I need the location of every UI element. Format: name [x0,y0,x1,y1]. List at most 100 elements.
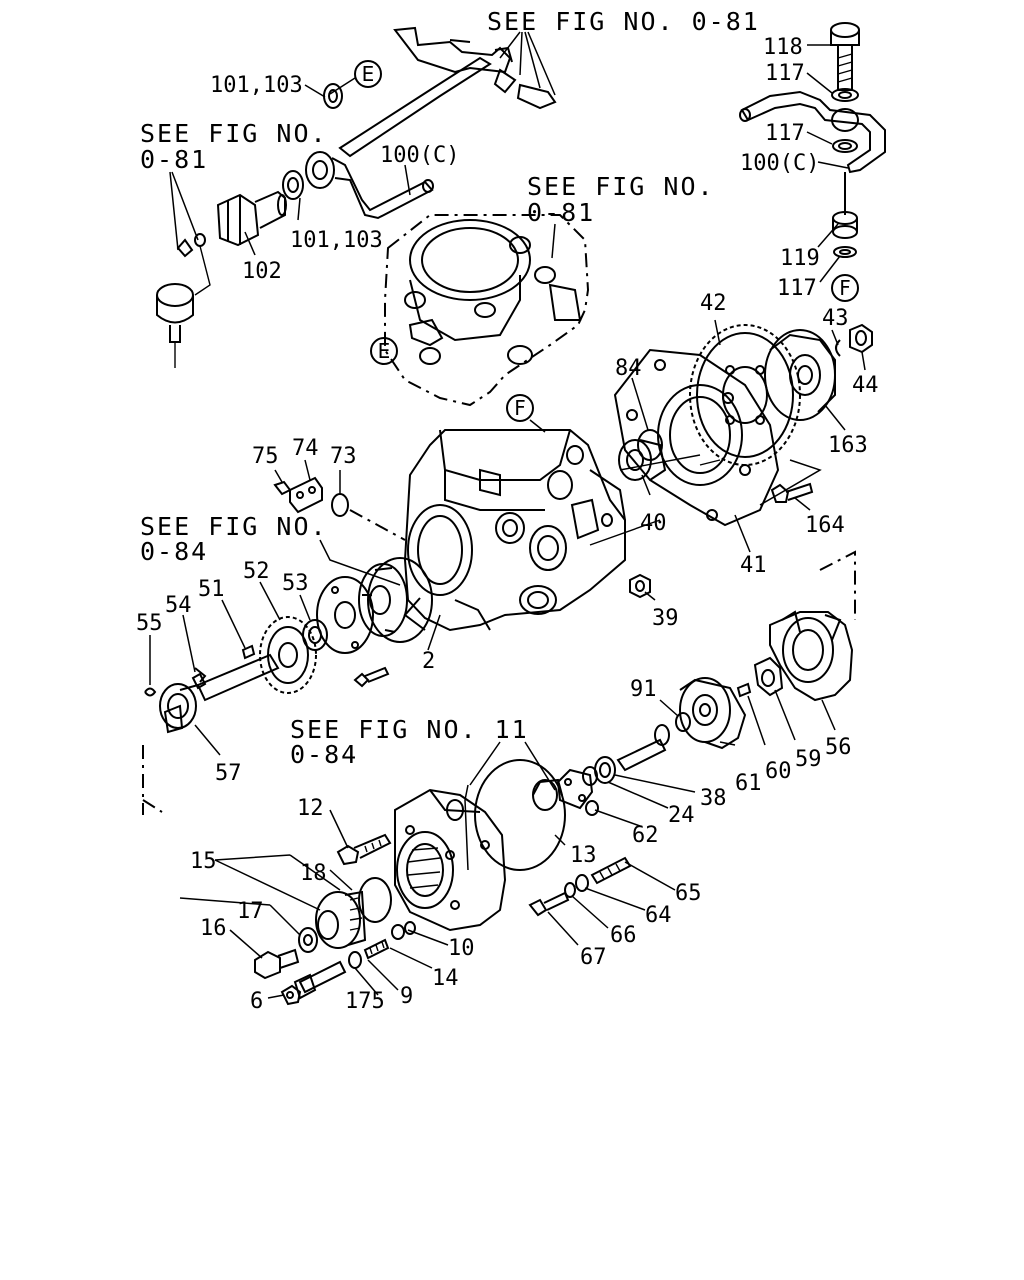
svg-text:E: E [362,62,375,86]
label-60: 60 [765,759,792,784]
key-54 [191,672,207,690]
bolt-67 [528,891,570,917]
label-61: 61 [735,771,762,796]
banjo-bolt-118 [830,22,860,91]
label-15: 15 [190,849,217,874]
label-12: 12 [297,796,324,821]
solenoid-connector [156,233,211,368]
label-117: 117 [765,61,805,86]
label-66: 66 [610,923,637,948]
washer-10 [391,924,405,940]
bolt-16 [254,948,300,980]
label-117: 117 [765,121,805,146]
ref-see-fig-0-81-left: SEE FIG NO. [140,119,328,148]
label-38: 38 [700,786,727,811]
drive-shaft-57 [159,653,280,734]
o-ring-13 [474,759,566,871]
shaft-38 [616,724,670,772]
label-119: 119 [780,246,820,271]
ref-leader-center [551,223,556,259]
label-43: 43 [822,306,849,331]
label-16: 16 [200,916,227,941]
connector-f-right [831,274,859,302]
washer-101-103-bottom [282,170,304,200]
overflow-pipe-left [305,56,492,220]
label-52: 52 [243,559,270,584]
ref-see-fig-0-81-left-num: 0-81 [140,145,208,174]
bolt-12 [336,833,392,866]
ref-see-fig-0-84-bottom: SEE FIG NO. 11 [290,715,529,744]
label-54: 54 [165,593,192,618]
pin-55 [144,687,157,697]
label-101-103-bottom: 101,103 [290,228,383,253]
label-59: 59 [795,747,822,772]
nut-44 [849,323,873,354]
ref-leader-top [499,31,556,96]
washer-117-b [832,139,858,153]
label-67: 67 [580,945,607,970]
label-6: 6 [250,989,263,1014]
ref-see-fig-0-81-top: SEE FIG NO. 0-81 [487,7,760,36]
label-100c-right: 100(C) [740,151,819,176]
label-44: 44 [852,373,879,398]
washer-24 [594,756,616,784]
label-57: 57 [215,761,242,786]
ref-leader-084-left [319,539,401,586]
hub-163 [764,329,836,421]
bolt-164 [770,482,814,503]
washer-66 [564,882,576,898]
label-41: 41 [740,553,767,578]
rotor-59 [753,656,784,697]
connector-e-body [370,337,398,365]
washer-17 [298,927,318,953]
screw-near-flange [353,666,390,688]
pump-housing-2 [403,429,626,632]
fuel-cut-solenoid-102 [216,190,287,247]
connector-f-body [506,394,534,422]
ref-see-fig-0-81-center-num: 0-81 [527,198,595,227]
label-73: 73 [330,444,357,469]
spring-14 [363,938,390,960]
washer-64 [575,874,589,892]
label-40: 40 [640,511,667,536]
label-9: 9 [400,984,413,1009]
callout-labels: 118 117 117 100(C) 119 117 101,103 100(C… [136,35,879,1014]
washer-9 [348,951,362,969]
screw-75 [273,480,292,496]
label-2: 2 [422,649,435,674]
gear-52 [259,616,317,694]
label-100c-left: 100(C) [380,143,459,168]
label-42: 42 [700,291,727,316]
gear-42 [689,324,801,466]
label-102: 102 [242,259,282,284]
feed-pump-61 [679,677,747,750]
label-14: 14 [432,966,459,991]
frame-right [819,550,856,620]
flange-plate [316,576,374,654]
callout-leaders [149,44,866,999]
label-84: 84 [615,356,642,381]
label-10: 10 [448,936,475,961]
washer-117-a [831,88,859,102]
cover-plate-74 [289,476,323,514]
governor-linkage [393,26,557,110]
snap-ring-43 [835,339,841,357]
ref-see-fig-0-84-bottom-num: 0-84 [290,740,358,769]
svg-text:F: F [514,396,526,420]
governor-cover-outline [384,214,590,407]
ref-see-fig-0-84-left-num: 0-84 [140,537,208,566]
label-164: 164 [805,513,845,538]
stud-65 [590,856,632,885]
seal-84 [637,429,663,461]
ref-leader-left [169,171,199,251]
label-117: 117 [777,276,817,301]
ref-see-fig-0-84-left: SEE FIG NO. [140,512,328,541]
svg-text:E: E [378,339,391,363]
label-65: 65 [675,881,702,906]
label-175: 175 [345,989,385,1014]
label-51: 51 [198,577,225,602]
delivery-valve-holder-15 [315,890,367,949]
spring-60 [736,682,752,698]
nut-39 [629,573,651,599]
o-ring-73 [331,493,349,517]
